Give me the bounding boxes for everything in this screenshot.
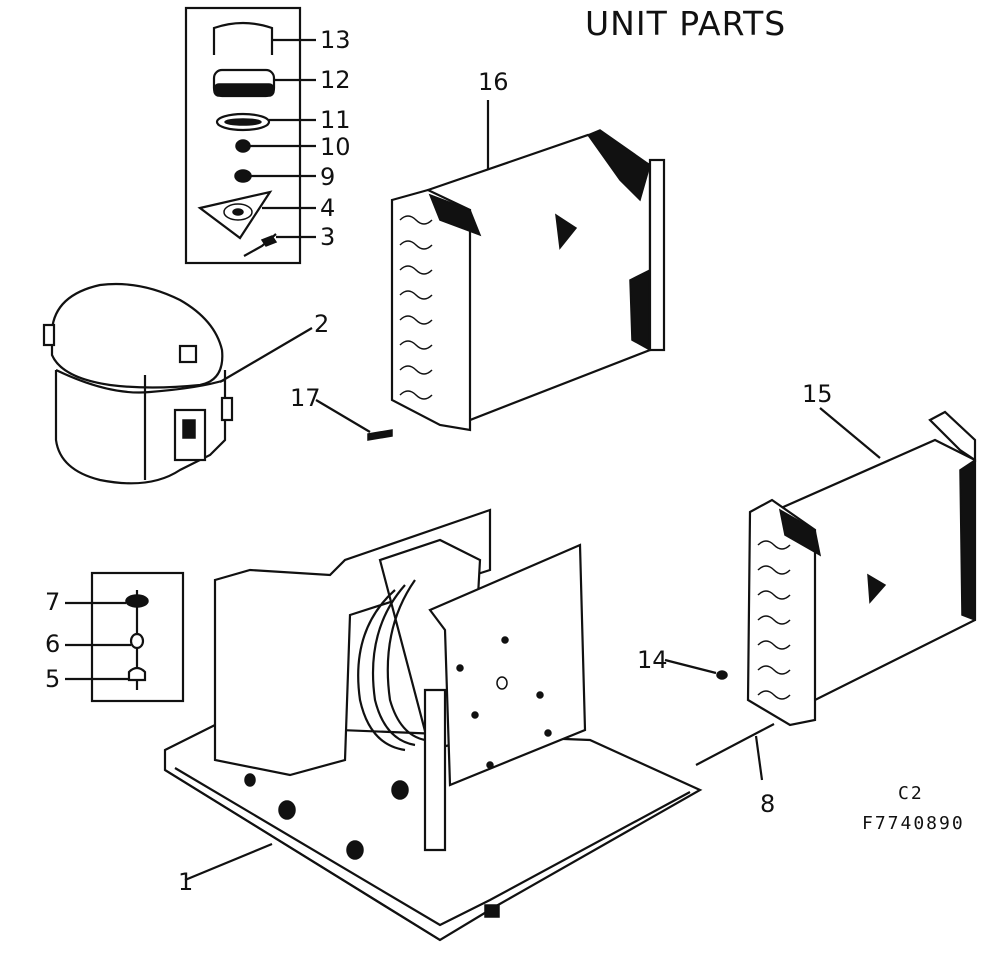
part-9-spacer	[234, 169, 316, 183]
coil-16-fins	[399, 215, 433, 400]
valve-parts-inset	[65, 571, 185, 703]
part-3-clip	[243, 233, 316, 257]
callout-13: 13	[320, 26, 351, 54]
part-12-cushion	[212, 68, 316, 98]
part-14-fastener	[664, 658, 728, 680]
callout-7: 7	[45, 588, 61, 616]
callout-17: 17	[290, 384, 321, 412]
part-13-sleeve	[212, 21, 316, 55]
coil-15-fins	[757, 540, 791, 700]
callout-9: 9	[320, 163, 336, 191]
part-4-mount	[197, 190, 316, 240]
part-8-rod	[695, 723, 775, 781]
part-number: F7740890	[862, 813, 965, 834]
part-15-condenser-coil	[746, 407, 977, 727]
callout-16: 16	[478, 68, 509, 96]
part-10-nut	[235, 139, 316, 153]
callout-14: 14	[637, 646, 668, 674]
part-16-evaporator-coil	[390, 100, 666, 432]
callout-11: 11	[320, 106, 351, 134]
callout-6: 6	[45, 630, 61, 658]
part-11-ring	[215, 112, 316, 132]
callout-15: 15	[802, 380, 833, 408]
part-2-compressor	[42, 282, 313, 485]
callout-12: 12	[320, 66, 351, 94]
mount-hardware-inset	[184, 6, 316, 265]
callout-5: 5	[45, 665, 61, 693]
callout-8: 8	[760, 790, 776, 818]
callout-10: 10	[320, 133, 351, 161]
part-1-base-assembly	[163, 508, 703, 942]
callout-1: 1	[178, 868, 194, 896]
diagram-title: UNIT PARTS	[585, 4, 787, 43]
callout-4: 4	[320, 194, 336, 222]
part-17-screw	[315, 399, 393, 441]
callout-2: 2	[314, 310, 330, 338]
callout-3: 3	[320, 223, 336, 251]
drawing-code: C2	[898, 783, 924, 804]
